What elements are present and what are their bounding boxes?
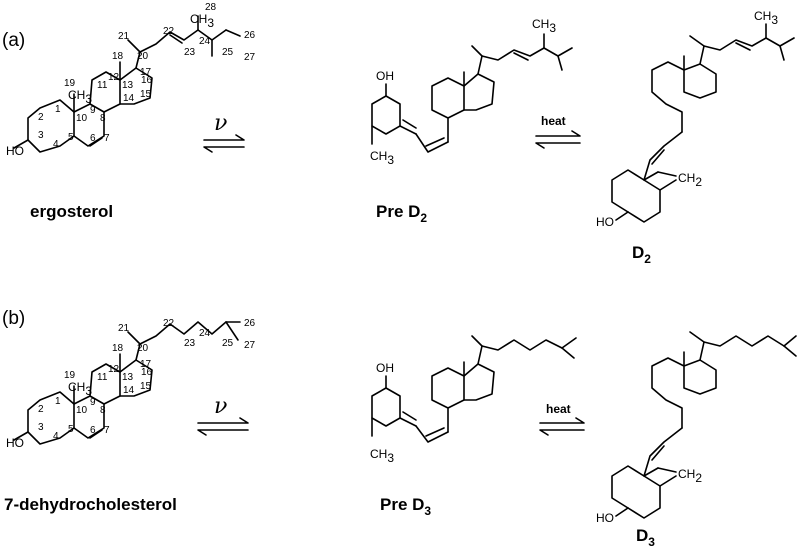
carbon-7: 7 <box>104 425 110 436</box>
d2-methyl-top: CH3 <box>754 9 778 27</box>
carbon-23: 23 <box>184 47 196 58</box>
panel-a-heat-label: heat <box>541 114 566 128</box>
ergosterol-methyl-28: CH3 <box>190 12 214 30</box>
carbon-21: 21 <box>118 323 130 334</box>
carbon-27: 27 <box>244 340 256 351</box>
d3-hydroxyl: HO <box>596 511 614 525</box>
carbon-9: 9 <box>90 105 96 116</box>
panel-b-light-label: ν <box>214 394 227 419</box>
carbon-26: 26 <box>244 318 256 329</box>
carbon-23: 23 <box>184 338 196 349</box>
carbon-8: 8 <box>100 405 106 416</box>
d3-methylene: CH2 <box>678 467 702 485</box>
carbon-18: 18 <box>112 343 124 354</box>
ergosterol-methyl: CH3 <box>68 88 92 106</box>
pre-d3-methyl: CH3 <box>370 447 394 465</box>
carbon-3: 3 <box>38 422 44 433</box>
panel-b-label: (b) <box>2 308 25 329</box>
carbon-8: 8 <box>100 113 106 124</box>
carbon-19: 19 <box>64 78 76 89</box>
panel-a-equilibrium-arrow-2 <box>535 130 581 149</box>
carbon-22: 22 <box>163 26 175 37</box>
carbon-16: 16 <box>141 367 153 378</box>
7dhc-hydroxyl: HO <box>6 436 24 450</box>
panel-a-equilibrium-arrow-1 <box>203 134 245 153</box>
carbon-22: 22 <box>163 318 175 329</box>
carbon-3: 3 <box>38 130 44 141</box>
7dhc-methyl: CH3 <box>68 380 92 398</box>
carbon-17: 17 <box>140 67 152 78</box>
carbon-7: 7 <box>104 133 110 144</box>
carbon-6: 6 <box>90 133 96 144</box>
carbon-11: 11 <box>97 372 108 383</box>
carbon-11: 11 <box>97 80 108 91</box>
pre-d2-methyl-top: CH3 <box>532 17 556 35</box>
carbon-19: 19 <box>64 370 76 381</box>
compound-d2-name: D2 <box>632 243 651 266</box>
pre-d2-hydroxyl: OH <box>376 69 394 83</box>
carbon-20: 20 <box>137 343 149 354</box>
carbon-1: 1 <box>55 104 61 115</box>
carbon-13: 13 <box>122 372 134 383</box>
carbon-9: 9 <box>90 397 96 408</box>
pre-d2-methyl: CH3 <box>370 149 394 167</box>
carbon-24: 24 <box>199 328 211 339</box>
carbon-4: 4 <box>53 431 59 442</box>
d3-structure <box>611 331 797 519</box>
7dhc-carbon-numbers: 1 2 3 4 5 6 7 8 9 10 11 12 13 14 15 16 1… <box>38 318 256 442</box>
carbon-10: 10 <box>76 113 88 124</box>
compound-7-dehydrocholesterol-name: 7-dehydrocholesterol <box>4 495 177 514</box>
carbon-2: 2 <box>38 112 44 123</box>
compound-d3-name: D3 <box>636 526 655 549</box>
carbon-6: 6 <box>90 425 96 436</box>
panel-b-equilibrium-arrow-2 <box>539 417 585 436</box>
ergosterol-hydroxyl: HO <box>6 144 24 158</box>
carbon-14: 14 <box>123 93 135 104</box>
7-dehydrocholesterol-structure <box>13 321 241 445</box>
carbon-12: 12 <box>108 72 120 83</box>
pre-d2-structure <box>371 33 573 153</box>
carbon-28: 28 <box>205 2 217 13</box>
carbon-25: 25 <box>222 47 234 58</box>
carbon-10: 10 <box>76 405 88 416</box>
ergosterol-carbon-numbers: 1 2 3 4 5 6 7 8 9 10 11 12 13 14 15 16 1… <box>38 2 256 150</box>
d2-structure <box>611 23 795 223</box>
d2-hydroxyl: HO <box>596 215 614 229</box>
ergosterol-structure <box>13 15 241 153</box>
carbon-15: 15 <box>140 89 152 100</box>
carbon-25: 25 <box>222 338 234 349</box>
carbon-24: 24 <box>199 36 211 47</box>
carbon-20: 20 <box>137 51 149 62</box>
carbon-26: 26 <box>244 30 256 41</box>
panel-a-label: (a) <box>2 30 25 51</box>
carbon-27: 27 <box>244 52 256 63</box>
carbon-5: 5 <box>68 132 74 143</box>
carbon-13: 13 <box>122 80 134 91</box>
compound-ergosterol-name: ergosterol <box>30 202 113 221</box>
carbon-15: 15 <box>140 381 152 392</box>
panel-b-equilibrium-arrow-1 <box>197 417 249 436</box>
carbon-1: 1 <box>55 396 61 407</box>
carbon-4: 4 <box>53 139 59 150</box>
carbon-2: 2 <box>38 404 44 415</box>
carbon-21: 21 <box>118 31 130 42</box>
carbon-12: 12 <box>108 364 120 375</box>
compound-pre-d3-name: Pre D3 <box>380 495 431 518</box>
carbon-16: 16 <box>141 75 153 86</box>
compound-pre-d2-name: Pre D2 <box>376 202 427 225</box>
panel-b-heat-label: heat <box>546 402 571 416</box>
carbon-18: 18 <box>112 51 124 62</box>
d2-methylene: CH2 <box>678 171 702 189</box>
panel-a-light-label: ν <box>214 111 227 136</box>
pre-d3-hydroxyl: OH <box>376 361 394 375</box>
pre-d3-structure <box>371 335 577 443</box>
carbon-14: 14 <box>123 385 135 396</box>
carbon-17: 17 <box>140 359 152 370</box>
carbon-5: 5 <box>68 424 74 435</box>
